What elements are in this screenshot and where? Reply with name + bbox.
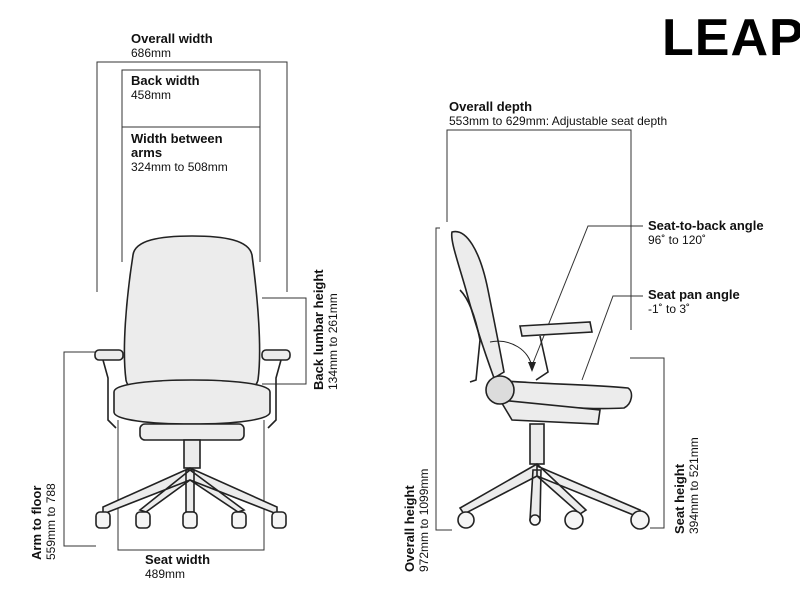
front-mechanism [139,423,245,441]
width-between-arms-value: 324mm to 508mm [131,160,228,174]
arm-to-floor-value: 559mm to 788 [44,483,58,560]
side-casters [457,510,650,530]
seat-height-value: 394mm to 521mm [687,437,701,534]
overall-height-title: Overall height [402,485,417,572]
width-between-arms-label: Width between arms 324mm to 508mm [131,131,246,175]
width-between-arms-title: Width between arms [131,131,223,160]
brand-logo: LEAP [662,9,800,67]
side-back-frame [459,289,481,383]
overall-height-value: 972mm to 1099mm [417,468,431,572]
overall-height-bracket [435,227,452,531]
back-lumbar-height-title: Back lumbar height [311,269,326,390]
back-lumbar-height-label: Back lumbar height 134mm to 261mm [311,269,340,390]
front-base [102,467,278,516]
side-mechanism [498,399,601,425]
overall-height-label: Overall height 972mm to 1099mm [402,468,431,572]
side-arm-post [535,335,549,381]
seat-pan-leader [581,295,643,381]
front-column [183,439,201,469]
seat-height-title: Seat height [672,463,687,534]
seat-width-label: Seat width 489mm [145,552,211,582]
seat-pan-angle-label: Seat pan angle -1˚ to 3˚ [648,287,740,317]
front-chair-illustration [94,235,291,529]
angle-arrowhead [528,362,536,372]
seat-width-title: Seat width [145,552,211,567]
back-lumbar-height-value: 134mm to 261mm [326,293,340,390]
side-base [458,463,642,521]
overall-depth-label: Overall depth 553mm to 629mm: Adjustable… [449,99,668,129]
front-left-arm-post [102,359,117,429]
lumbar-height-bracket [262,297,307,385]
seat-height-bracket [630,357,665,529]
seat-pan-angle-value: -1˚ to 3˚ [648,302,691,316]
seat-to-back-angle-value: 96˚ to 120˚ [648,233,707,247]
overall-depth-title: Overall depth [449,99,533,114]
back-width-title: Back width [131,73,200,88]
front-left-arm [94,349,124,361]
seat-height-label: Seat height 394mm to 521mm [672,437,701,534]
front-seat [113,379,271,425]
side-column [529,423,545,465]
back-width-label: Back width 458mm [131,73,200,103]
arm-to-floor-title: Arm to floor [29,485,44,560]
seat-width-bracket [117,420,265,551]
overall-depth-bracket [446,129,632,330]
seat-to-back-angle-title: Seat-to-back angle [648,218,764,233]
overall-width-title: Overall width [131,31,213,46]
front-casters [95,511,287,529]
seat-pan-angle-title: Seat pan angle [648,287,740,302]
arm-to-floor-bracket [63,351,104,547]
side-arm [519,321,593,337]
side-chair-illustration [450,230,650,530]
arms-width-bracket [121,126,261,262]
side-back-knob [485,375,515,405]
front-right-arm-post [267,359,282,429]
front-backrest [123,235,261,397]
arm-to-floor-label: Arm to floor 559mm to 788 [29,483,58,560]
overall-depth-value: 553mm to 629mm: Adjustable seat depth [449,114,668,128]
overall-width-value: 686mm [131,46,172,60]
front-right-arm [261,349,291,361]
back-width-value: 458mm [131,88,172,102]
overall-width-label: Overall width 686mm [131,31,213,61]
seat-width-value: 489mm [145,567,186,581]
seat-to-back-angle-label: Seat-to-back angle 96˚ to 120˚ [648,218,764,248]
seat-to-back-leader [530,225,643,369]
overall-width-bracket [96,61,288,292]
